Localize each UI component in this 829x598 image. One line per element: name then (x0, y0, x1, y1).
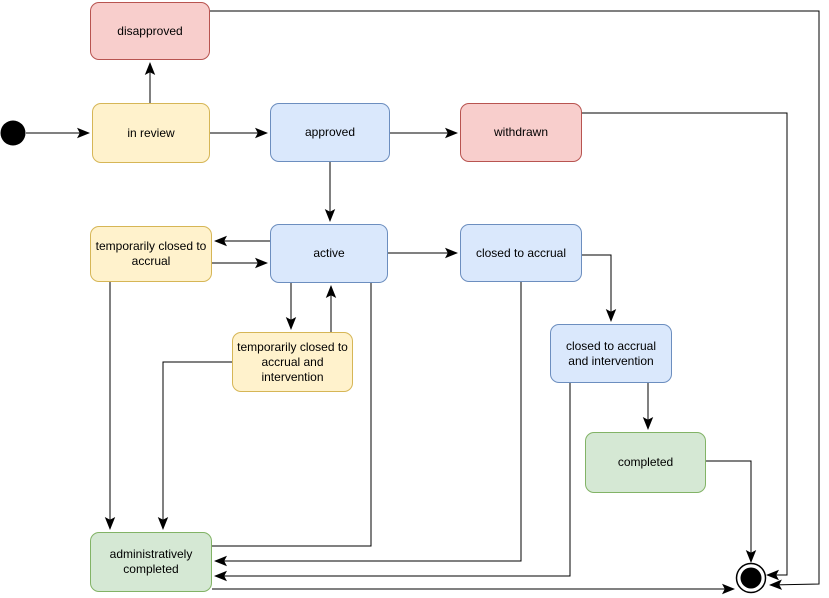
edge-temporarily-closed-to-accrual-and-intervention-to-administratively-completed (157, 361, 232, 530)
edge-closed-to-accrual-to-closed-to-accrual-and-intervention (582, 254, 617, 322)
state-node-completed: completed (585, 432, 706, 493)
state-node-closed-to-accrual: closed to accrual (460, 224, 582, 282)
state-node-withdrawn: withdrawn (460, 103, 582, 162)
state-node-disapproved: disapproved (90, 2, 210, 60)
edge-withdrawn-to-end (582, 112, 788, 581)
edge-disapproved-to-end (210, 10, 820, 590)
edge-active-to-administratively-completed (212, 283, 372, 547)
state-node-temporarily-closed-to-accrual-and-intervention: temporarily closed to accrual and interv… (232, 332, 353, 392)
state-node-temporarily-closed-to-accrual: temporarily closed to accrual (90, 226, 212, 282)
state-node-closed-to-accrual-and-intervention: closed to accrual and intervention (550, 324, 672, 383)
end-node-inner-dot (740, 567, 762, 589)
state-node-active: active (270, 224, 388, 283)
state-node-in-review: in review (92, 103, 210, 163)
state-node-administratively-completed: administratively completed (90, 532, 212, 592)
edge-closed-to-accrual-and-intervention-to-administratively-completed (214, 383, 571, 582)
start-node (0, 120, 26, 146)
edge-closed-to-accrual-to-administratively-completed (214, 282, 522, 567)
edge-completed-to-end (706, 460, 757, 563)
state-node-approved: approved (270, 103, 390, 162)
